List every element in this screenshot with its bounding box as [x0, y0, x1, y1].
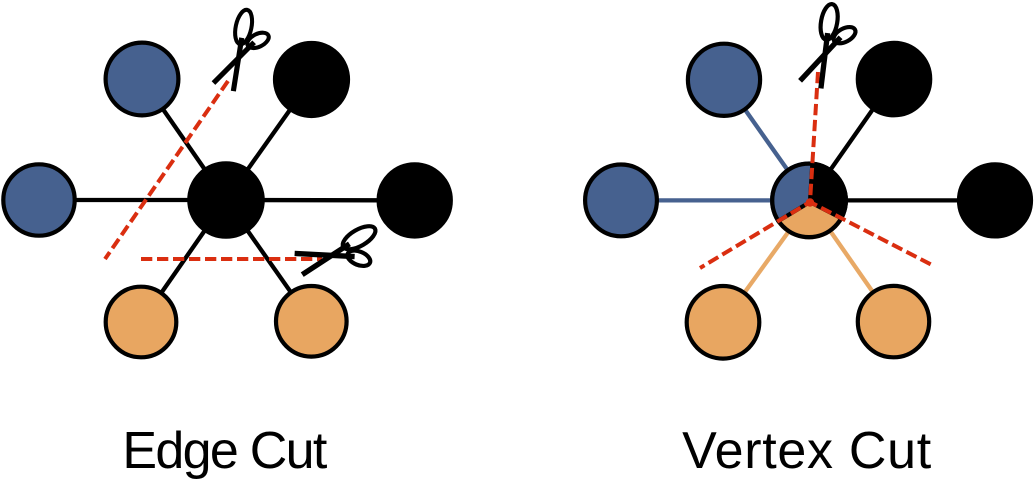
svg-text:Edge Cut: Edge Cut: [122, 422, 327, 480]
svg-text:Vertex Cut: Vertex Cut: [682, 422, 932, 480]
